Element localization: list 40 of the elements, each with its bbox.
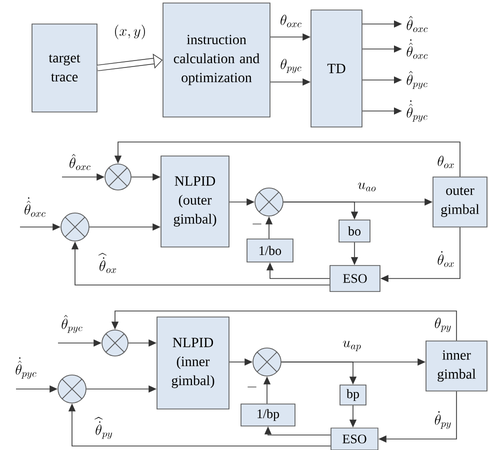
edge-label: $\dot{\theta}_{ox}$: [436, 250, 456, 268]
edge-label: $\hat{\theta}_{pyc}$: [405, 70, 429, 90]
edge-label: $\hat{\theta}_{pyc}$: [60, 314, 84, 334]
edge-label: $\dot{\hat{\theta}}_{pyc}$: [405, 99, 429, 123]
edge-label: $\hat{\theta}_{oxc}$: [405, 15, 430, 33]
edge-label: $\dot{\hat{\theta}}_{oxc}$: [23, 196, 47, 218]
block-box: outer gimbal: [432, 176, 488, 228]
edge-label: $(x, y)$: [112, 24, 148, 40]
block-box: target trace: [32, 24, 98, 112]
block-box: TD: [310, 10, 362, 128]
edge-label: $\hat{\theta}_{oxc}$: [68, 153, 92, 171]
edge-label: $u_{ap}$: [342, 340, 362, 352]
block-box: bo: [338, 220, 370, 242]
block-box: inner gimbal: [426, 340, 488, 392]
block-box: ESO: [330, 428, 378, 450]
edge-label: $\theta_{ox}$: [436, 154, 456, 170]
edge-label: $\theta_{pyc}$: [279, 58, 303, 74]
block-box: NLPID (inner gimbal): [156, 316, 230, 410]
summing-junction: [58, 374, 86, 404]
summing-junction: [252, 348, 282, 376]
edge-label: $u_{ao}$: [356, 182, 378, 192]
edge-label: $\dot{\hat{\theta}}_{oxc}$: [405, 38, 430, 60]
summing-junction: [104, 164, 132, 190]
edge-label: $\widehat{\dot{\theta}}_{py}$: [94, 416, 114, 440]
edge-label: $\theta_{py}$: [433, 316, 453, 334]
block-box: instruction calculation and optimization: [162, 2, 270, 118]
block-box: NLPID (outer gimbal): [160, 156, 230, 248]
edge-label: $\widehat{\dot{\theta}}_{ox}$: [98, 252, 118, 274]
block-box: 1/bo: [246, 238, 294, 262]
summing-junction: [102, 330, 128, 356]
summing-junction: [60, 212, 90, 242]
edge-label: $\theta_{oxc}$: [279, 14, 303, 28]
block-box: 1/bp: [240, 404, 296, 426]
edge-label: $-$: [245, 381, 259, 393]
edge-label: $\dot{\hat{\theta}}_{pyc}$: [14, 356, 38, 380]
summing-junction: [254, 188, 284, 216]
edge-label: $-$: [250, 218, 264, 230]
block-box: bp: [340, 384, 366, 406]
edge-label: $\dot{\theta}_{py}$: [433, 410, 453, 430]
block-box: ESO: [330, 265, 380, 292]
